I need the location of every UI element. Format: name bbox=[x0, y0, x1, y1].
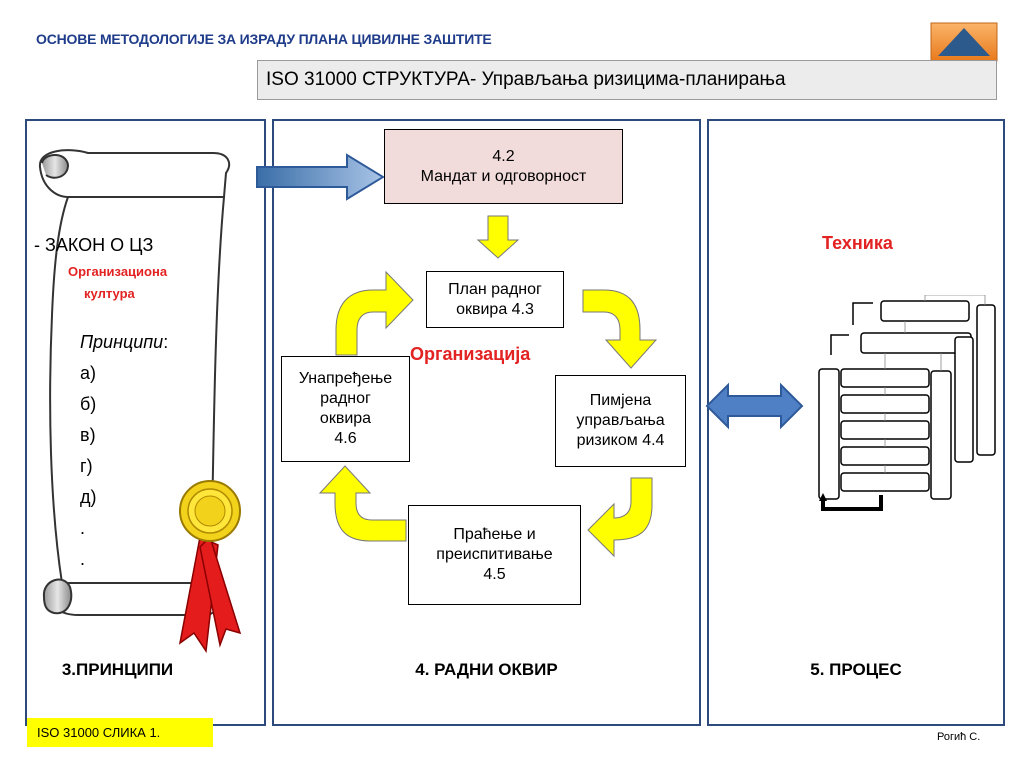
mandate-box: 4.2 Мандат и одговорност bbox=[384, 129, 623, 204]
monitor-text-line2: преиспитивање bbox=[436, 546, 553, 563]
triangle-up-icon bbox=[938, 28, 990, 56]
curved-arrow-icon bbox=[335, 270, 414, 356]
footer-tag: ISO 31000 СЛИКА 1. bbox=[27, 718, 213, 747]
technique-label: Техника bbox=[822, 233, 893, 253]
plan-box: План радног оквира 4.3 bbox=[426, 271, 564, 328]
improve-text-line4: 4.6 bbox=[334, 430, 357, 447]
process-diagram bbox=[818, 295, 996, 511]
subtitle-box: ISO 31000 СТРУКТУРА- Управљања ризицима-… bbox=[257, 60, 997, 100]
curved-arrow-icon bbox=[582, 289, 658, 369]
improve-text-line3: оквира bbox=[319, 410, 372, 427]
list-item: г) bbox=[80, 456, 93, 476]
monitor-box: Праћење и преиспитивање 4.5 bbox=[408, 505, 581, 605]
curved-arrow-icon bbox=[587, 477, 653, 558]
down-arrow-icon bbox=[476, 215, 520, 259]
framework-panel bbox=[272, 119, 701, 726]
improve-box: Унапређење радног оквира 4.6 bbox=[281, 356, 410, 462]
principles-section-label: 3.ПРИНЦИПИ bbox=[61, 660, 174, 679]
list-item: д) bbox=[80, 487, 97, 507]
process-panel bbox=[707, 119, 1005, 726]
author-credit: Рогић С. bbox=[937, 731, 981, 743]
apply-box: Пимјена управљања ризиком 4.4 bbox=[555, 375, 686, 467]
list-item: . bbox=[80, 518, 86, 538]
list-item: в) bbox=[80, 425, 96, 445]
culture-label-line1: Организациона bbox=[68, 264, 168, 279]
plan-text-line1: План радног bbox=[448, 280, 542, 298]
double-arrow-icon bbox=[705, 382, 804, 430]
apply-text-line3: ризиком 4.4 bbox=[576, 432, 665, 449]
improve-text-line1: Унапређење bbox=[298, 370, 393, 387]
right-arrow-icon bbox=[256, 153, 385, 201]
culture-label-line2: култура bbox=[84, 286, 135, 301]
mandate-text: Мандат и одговорност bbox=[420, 167, 587, 185]
page-header-title: ОСНОВЕ МЕТОДОЛОГИЈЕ ЗА ИЗРАДУ ПЛАНА ЦИВИ… bbox=[36, 31, 492, 47]
principles-list: а) б) в) г) д) . . bbox=[80, 358, 97, 575]
list-item: б) bbox=[80, 394, 97, 414]
nav-up-button[interactable] bbox=[930, 22, 998, 62]
monitor-text-line3: 4.5 bbox=[483, 566, 506, 583]
organization-label: Организација bbox=[410, 344, 531, 364]
plan-text-line2: оквира 4.3 bbox=[456, 300, 534, 318]
apply-text-line2: управљања bbox=[576, 412, 665, 429]
framework-section-label: 4. РАДНИ ОКВИР bbox=[415, 660, 558, 679]
principles-heading: Принципи: bbox=[80, 327, 168, 358]
principles-label: Принципи bbox=[80, 332, 164, 352]
process-section-label: 5. ПРОЦЕС bbox=[810, 660, 902, 679]
mandate-number: 4.2 bbox=[492, 147, 515, 165]
list-item: . bbox=[80, 549, 86, 569]
law-label: - ЗАКОН О ЦЗ bbox=[34, 235, 154, 255]
principles-colon: : bbox=[163, 332, 169, 352]
monitor-text-line1: Праћење и bbox=[453, 526, 536, 543]
apply-text-line1: Пимјена bbox=[589, 392, 652, 409]
scroll-graphic bbox=[38, 149, 242, 654]
improve-text-line2: радног bbox=[320, 390, 371, 407]
list-item: а) bbox=[80, 363, 97, 383]
curved-arrow-icon bbox=[318, 465, 407, 542]
